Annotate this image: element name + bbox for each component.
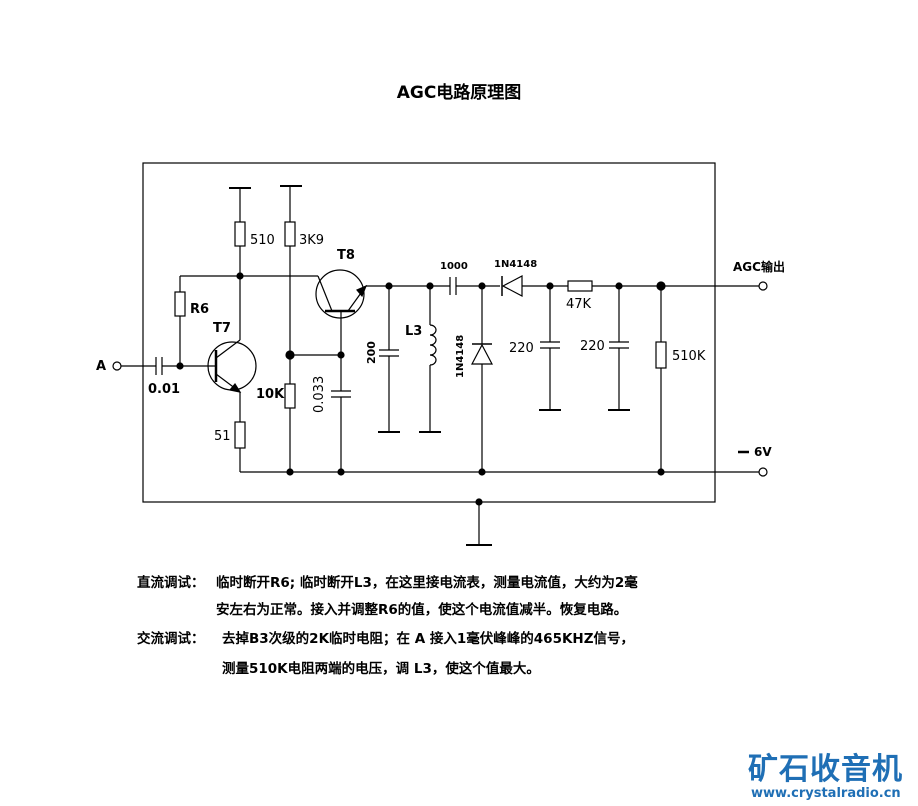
label-c001: 0.01 [148, 382, 180, 397]
label-r6: R6 [190, 302, 209, 317]
transistor-t8 [315, 269, 368, 355]
resistor-51 [234, 421, 246, 449]
label-input-a: A [96, 359, 106, 374]
capacitor-1000 [449, 277, 457, 295]
neg-terminal [758, 467, 768, 477]
input-terminal-a [112, 361, 122, 371]
resistor-47k [567, 280, 593, 292]
label-neg6v: 6V [754, 445, 772, 459]
label-diode-top: 1N4148 [494, 259, 537, 270]
label-diode-vertical: 1N4148 [455, 335, 466, 378]
ac-line-2: 测量510K电阻两端的电压，调 L3，使这个值最大。 [222, 661, 540, 677]
label-c200: 200 [365, 341, 378, 364]
label-r3k9: 3K9 [299, 233, 324, 248]
label-agc-out: AGC输出 [733, 259, 785, 274]
capacitor-0-033 [331, 390, 351, 398]
watermark-url: www.crystalradio.cn [751, 786, 901, 801]
transistor-t7 [207, 339, 257, 393]
inductor-l3 [429, 324, 437, 366]
resistor-3k9 [284, 221, 296, 247]
label-t8: T8 [337, 248, 355, 263]
capacitor-200 [379, 349, 399, 357]
label-r51: 51 [214, 429, 231, 444]
agc-output-terminal [758, 281, 768, 291]
label-c0033: 0.033 [312, 376, 327, 413]
resistor-10k [284, 383, 296, 409]
resistor-r6 [174, 291, 186, 317]
capacitor-220-b [609, 341, 629, 349]
diode-1n4148-top [501, 275, 523, 297]
label-c220a: 220 [509, 341, 534, 356]
diode-1n4148-vertical [471, 343, 493, 365]
label-r47k: 47K [566, 297, 592, 312]
label-r510k: 510K [672, 349, 706, 364]
resistor-510 [234, 221, 246, 247]
resistor-510k [655, 341, 667, 369]
dc-line-1: 临时断开R6; 临时断开L3，在这里接电流表，测量电流值，大约为2毫 [216, 575, 638, 591]
dc-line-2: 安左右为正常。接入并调整R6的值，使这个电流值减半。恢复电路。 [216, 602, 628, 618]
label-r510: 510 [250, 233, 275, 248]
dc-label: 直流调试： [137, 575, 205, 591]
ac-label: 交流调试： [137, 631, 205, 647]
supply-terminal-right [280, 185, 302, 222]
label-r10k: 10K [256, 387, 285, 402]
capacitor-220-a [540, 341, 560, 349]
label-t7: T7 [213, 321, 231, 336]
label-c220b: 220 [580, 339, 605, 354]
watermark-brand: 矿石收音机 [748, 752, 903, 787]
label-l3: L3 [405, 324, 422, 339]
frame-ground [466, 498, 492, 546]
label-c1000: 1000 [440, 261, 468, 272]
ac-line-1: 去掉B3次级的2K临时电阻；在 A 接入1毫伏峰峰的465KHZ信号， [222, 631, 635, 647]
capacitor-0-01 [155, 357, 163, 375]
page-title: AGC电路原理图 [396, 83, 522, 103]
supply-terminal-left [229, 187, 251, 222]
circuit-frame [142, 162, 716, 503]
